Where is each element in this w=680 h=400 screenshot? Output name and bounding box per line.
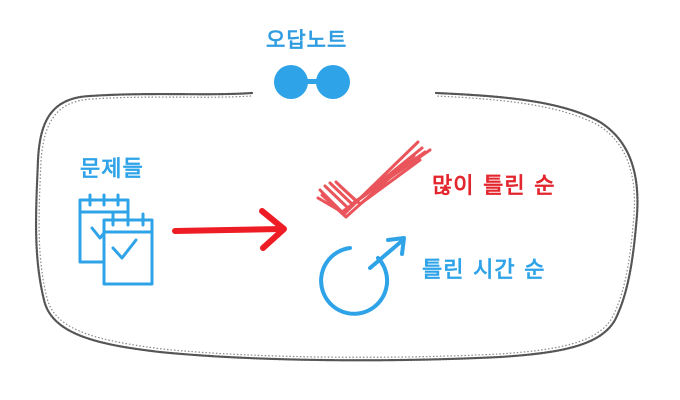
sort-wrong-time-label: 틀린 시간 순: [422, 258, 546, 283]
problems-label: 문제들: [80, 157, 144, 182]
sort-most-wrong-label: 많이 틀린 순: [432, 174, 556, 199]
page-title: 오답노트: [266, 28, 348, 52]
